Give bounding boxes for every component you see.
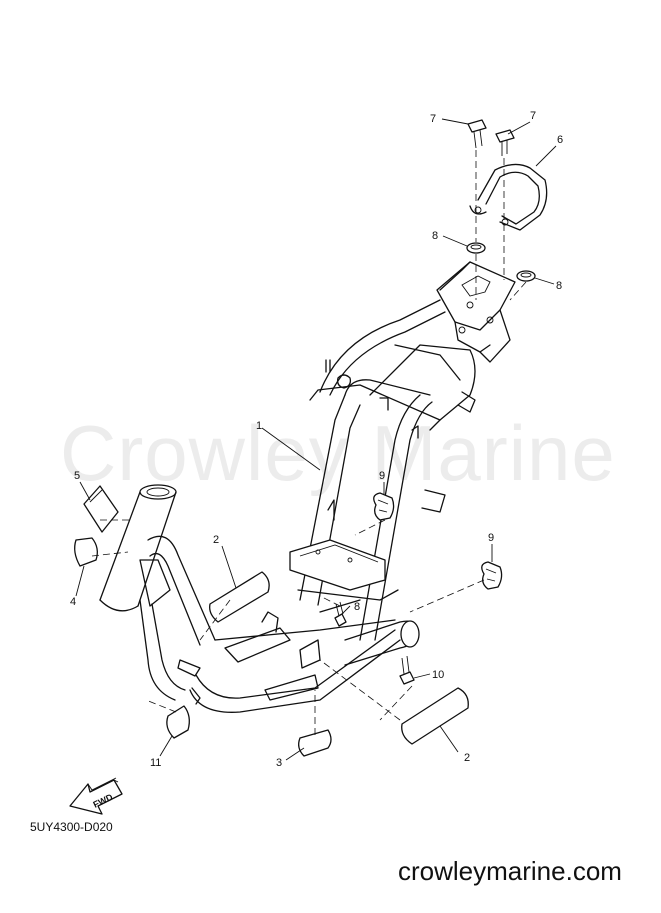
callout-8-upper: 8 xyxy=(432,230,438,242)
callout-1: 1 xyxy=(256,420,262,432)
callout-8-lower: 8 xyxy=(354,601,360,613)
callouts: 1 2 2 3 4 5 6 7 7 8 8 8 9 9 10 11 xyxy=(70,110,563,769)
callout-11: 11 xyxy=(150,757,161,769)
callout-8-right: 8 xyxy=(556,280,562,292)
diagram-code: 5UY4300-D020 xyxy=(30,820,113,834)
callout-5: 5 xyxy=(74,470,80,482)
assembly-lines xyxy=(91,150,527,735)
callout-3: 3 xyxy=(276,757,282,769)
callout-9-lower: 9 xyxy=(488,532,494,544)
callout-7-left: 7 xyxy=(430,113,436,125)
callout-4: 4 xyxy=(70,596,76,608)
callout-7-right: 7 xyxy=(530,110,536,122)
grab-bar xyxy=(469,163,548,231)
grommet-right xyxy=(516,270,536,282)
callout-6: 6 xyxy=(557,134,563,146)
grommet-left xyxy=(466,242,486,254)
protector-left xyxy=(209,571,270,623)
pad-4 xyxy=(74,537,98,567)
bolt-right xyxy=(495,129,515,156)
bolt-left xyxy=(467,119,487,149)
label-sheet-5 xyxy=(83,485,119,533)
site-url: crowleymarine.com xyxy=(398,856,622,886)
fwd-arrow-icon: FWD xyxy=(69,777,123,815)
main-frame xyxy=(99,261,516,713)
callout-2-left: 2 xyxy=(213,534,219,546)
clamp-lower xyxy=(481,561,503,590)
protector-right xyxy=(401,687,469,745)
watermark: Crowley Marine xyxy=(60,409,616,497)
callout-9-upper: 9 xyxy=(379,470,385,482)
clamp-upper xyxy=(373,492,395,521)
callout-10: 10 xyxy=(432,669,444,681)
screw xyxy=(399,655,415,685)
bolt-small xyxy=(334,601,347,627)
pad-3 xyxy=(298,729,332,757)
pad-11 xyxy=(166,705,190,739)
callout-2-right: 2 xyxy=(464,752,470,764)
leader-lines xyxy=(75,118,557,761)
